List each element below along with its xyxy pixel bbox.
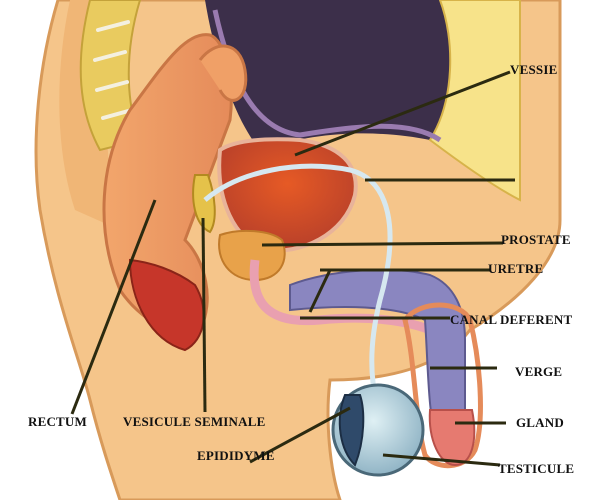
epididymis-shape xyxy=(338,394,365,467)
label-gland: GLAND xyxy=(516,415,564,430)
label-vessie: VESSIE xyxy=(510,62,558,77)
label-vesicule-seminale: VESICULE SEMINALE xyxy=(123,414,266,429)
seminal-vesicle xyxy=(192,174,216,234)
glans-shape xyxy=(428,409,476,467)
label-rectum: RECTUM xyxy=(28,414,87,429)
vas-deferens xyxy=(203,163,393,396)
abdominal-wall xyxy=(428,0,521,202)
sigmoid-colon xyxy=(198,44,248,102)
pelvic-cavity xyxy=(205,0,451,150)
label-testicule: TESTICULE xyxy=(498,461,575,476)
label-uretre: URETRE xyxy=(488,261,544,276)
label-epididyme: EPIDIDYME xyxy=(197,448,275,463)
urethra xyxy=(249,259,453,344)
prostate-gland xyxy=(218,229,286,282)
sacrum-lines xyxy=(93,20,134,120)
label-verge: VERGE xyxy=(515,364,563,379)
leader-lines xyxy=(70,70,515,467)
rectum-shape xyxy=(102,33,233,335)
rectum-lower xyxy=(128,258,205,352)
label-prostate: PROSTATE xyxy=(501,232,571,247)
label-canal-deferent: CANAL DEFERENT xyxy=(450,312,573,327)
